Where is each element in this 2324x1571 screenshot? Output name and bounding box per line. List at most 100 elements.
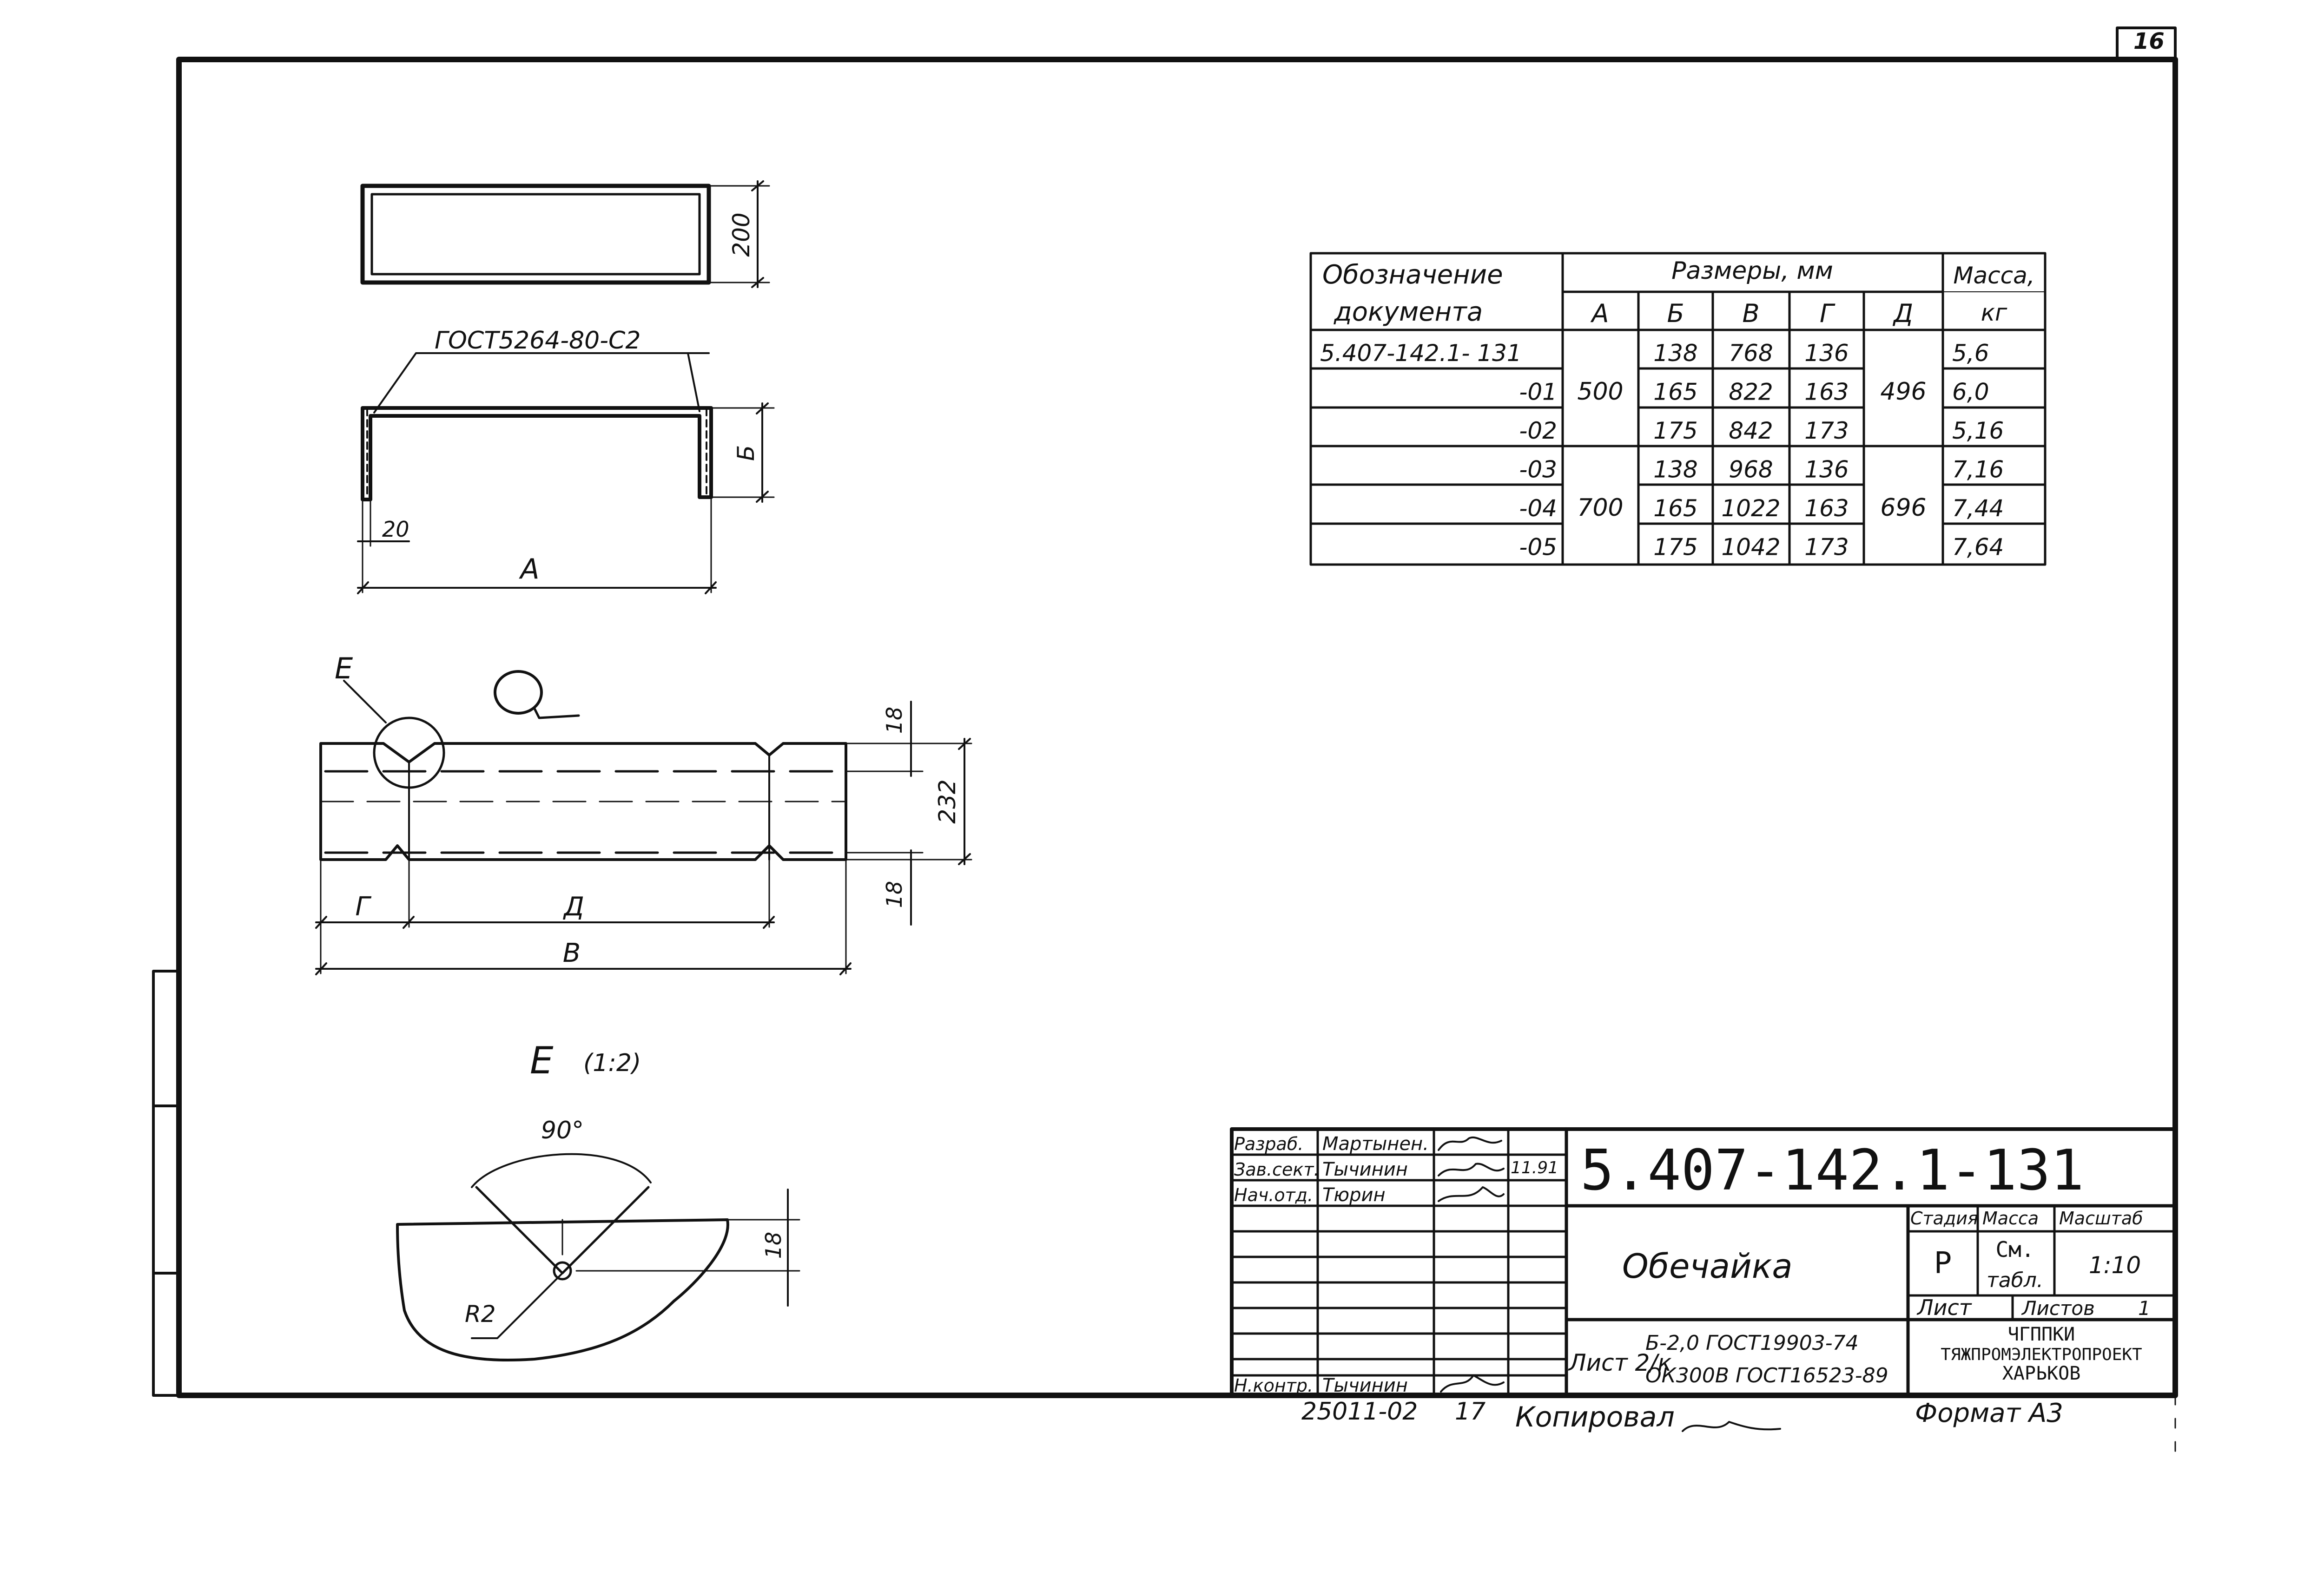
role-label: Нач.отд. — [1234, 1185, 1313, 1205]
material-line1: Б-2,0 ГОСТ19903-74 — [1645, 1331, 1859, 1355]
column-header: А — [1591, 299, 1609, 328]
detail-depth-dim: 18 — [761, 1232, 786, 1259]
front-view — [357, 352, 775, 594]
person-name: Тюрин — [1322, 1184, 1386, 1206]
signatures — [1438, 1137, 1781, 1432]
weld-symbol: ГОСТ5264-80-С2 — [435, 327, 640, 355]
sheets-label: Листов — [2021, 1297, 2095, 1320]
segment-D-dim: Д — [562, 892, 584, 922]
row-designation: 5.407-142.1- 131 — [1320, 340, 1522, 367]
strip-width-dim: 232 — [934, 779, 961, 823]
material-prefix: Лист 2/к — [1568, 1349, 1671, 1376]
column-header: Д — [1893, 299, 1913, 328]
cell-v: 842 — [1729, 417, 1773, 444]
cell-mass: 5,16 — [1952, 417, 2004, 444]
cell-v: 1022 — [1721, 495, 1780, 522]
role-label: Н.контр. — [1234, 1375, 1313, 1396]
cell-v: 1042 — [1721, 534, 1780, 561]
detail-marker-E: Е — [335, 651, 353, 685]
d-group1: 496 — [1880, 378, 1926, 406]
mass-header: Масса — [1982, 1208, 2039, 1229]
cell-b: 138 — [1653, 340, 1697, 367]
top-view — [360, 180, 770, 288]
total-length-dim-V: В — [563, 938, 581, 968]
cell-g: 173 — [1804, 534, 1849, 561]
row-designation: -01 — [1519, 379, 1557, 406]
flat-pattern — [315, 670, 972, 975]
person-name: Тычинин — [1322, 1375, 1408, 1396]
cell-g: 136 — [1804, 456, 1849, 483]
scale-header: Масштаб — [2059, 1208, 2143, 1229]
detail-angle: 90° — [541, 1117, 584, 1144]
organization-line: ТЯЖПРОМЭЛЕКТРОПРОЕКТ — [1941, 1345, 2142, 1364]
a-group2: 700 — [1577, 494, 1623, 522]
sheet-number: 16 — [2133, 28, 2165, 54]
sheet-number-box — [2116, 26, 2177, 61]
footer-code: 25011-02 — [1301, 1398, 1418, 1426]
cell-b: 175 — [1653, 417, 1697, 444]
column-header: Б — [1667, 299, 1684, 328]
width-dim-A: А — [518, 553, 539, 585]
column-header: Г — [1820, 299, 1835, 328]
flange-dim: 20 — [382, 517, 409, 542]
dimension-table-grid — [1309, 252, 2047, 566]
cell-v: 968 — [1729, 456, 1773, 483]
header-designation-line2: документа — [1334, 297, 1483, 327]
height-dim-B: Б — [733, 445, 759, 461]
detail-scale: (1:2) — [583, 1049, 641, 1077]
header-designation: Обозначение — [1322, 260, 1503, 290]
a-group1: 500 — [1577, 378, 1623, 406]
person-name: Мартынен. — [1322, 1133, 1429, 1155]
cell-v: 822 — [1729, 379, 1773, 406]
cell-b: 138 — [1653, 456, 1697, 483]
cell-b: 165 — [1653, 495, 1697, 522]
cell-mass: 6,0 — [1952, 379, 1989, 406]
person-name: Тычинин — [1322, 1159, 1408, 1180]
detail-label: Е — [530, 1039, 554, 1082]
header-mass-line2: кг — [1981, 299, 2007, 326]
top-margin-dim: 18 — [882, 707, 907, 734]
bottom-margin-dim: 18 — [882, 881, 907, 908]
segment-G-dim: Г — [355, 892, 371, 922]
cell-b: 165 — [1653, 379, 1697, 406]
scale-value: 1:10 — [2089, 1252, 2141, 1279]
binding-strip — [152, 970, 180, 1397]
mass-value-line2: табл. — [1987, 1269, 2043, 1292]
cell-v: 768 — [1729, 340, 1773, 367]
title-block-grid — [1230, 1127, 2177, 1397]
row-designation: -05 — [1519, 534, 1557, 561]
drawing-number: 5.407-142.1-131 — [1580, 1138, 2084, 1203]
sheet-label: Лист — [1916, 1295, 1972, 1320]
header-sizes: Размеры, мм — [1671, 257, 1833, 285]
mass-value-line1: См. — [1995, 1237, 2034, 1262]
cell-g: 173 — [1804, 417, 1849, 444]
cell-mass: 7,64 — [1952, 534, 2004, 561]
row-designation: -03 — [1519, 456, 1557, 483]
role-label: Разраб. — [1234, 1134, 1303, 1154]
approval-date: 11.91 — [1511, 1158, 1558, 1177]
role-label: Зав.сект. — [1234, 1159, 1320, 1180]
cell-mass: 7,44 — [1952, 495, 2004, 522]
top-view-height-dim: 200 — [728, 212, 755, 256]
d-group2: 696 — [1880, 494, 1926, 522]
detail-view — [396, 1153, 800, 1362]
part-title: Обечайка — [1622, 1247, 1792, 1286]
footer-number: 17 — [1455, 1398, 1486, 1426]
cell-mass: 7,16 — [1952, 456, 2004, 483]
detail-radius: R2 — [465, 1301, 496, 1328]
stage-header: Стадия — [1910, 1208, 1978, 1229]
organization-line: ХАРЬКОВ — [2002, 1363, 2081, 1384]
cell-g: 163 — [1804, 495, 1849, 522]
column-header: В — [1742, 299, 1759, 328]
stage-value: Р — [1934, 1246, 1952, 1281]
material-line2: ОК300В ГОСТ16523-89 — [1645, 1364, 1888, 1387]
copied-label: Копировал — [1515, 1401, 1675, 1433]
cell-g: 163 — [1804, 379, 1849, 406]
cell-b: 175 — [1653, 534, 1697, 561]
row-designation: -04 — [1519, 495, 1557, 522]
organization-line: ЧГППКИ — [2008, 1324, 2075, 1345]
header-mass: Масса, — [1953, 262, 2034, 289]
cell-g: 136 — [1804, 340, 1849, 367]
cell-mass: 5,6 — [1952, 340, 1989, 367]
